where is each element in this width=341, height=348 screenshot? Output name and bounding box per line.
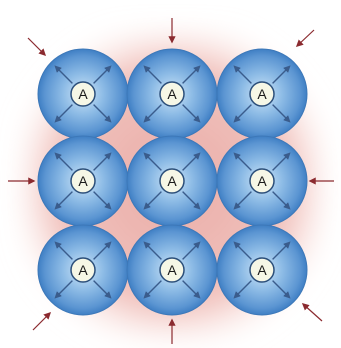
outward-arrow-icon: [182, 65, 201, 84]
outward-arrow-icon: [233, 104, 252, 123]
compression-arrows: [8, 18, 334, 344]
outward-arrow-icon: [143, 241, 162, 260]
outward-arrow-icon: [272, 241, 291, 260]
nucleus-icon: [70, 81, 96, 107]
outward-arrow-icon: [233, 241, 252, 260]
inward-arrow-icon: [27, 37, 47, 57]
nucleus-icon: [159, 168, 185, 194]
nucleus-icon: [159, 257, 185, 283]
atom-label: A: [78, 173, 88, 189]
atom-label: A: [167, 262, 177, 278]
atom-label: A: [78, 86, 88, 102]
atom-sphere: A: [37, 135, 129, 227]
atom-label: A: [167, 173, 177, 189]
inward-arrow-icon: [301, 303, 323, 322]
outward-arrow-icon: [143, 191, 162, 210]
outward-arrow-icon: [143, 152, 162, 171]
outward-arrow-icon: [272, 152, 291, 171]
outward-arrow-icon: [272, 65, 291, 84]
outward-arrow-icon: [54, 280, 73, 299]
nucleus-icon: [70, 257, 96, 283]
atom-label: A: [78, 262, 88, 278]
outward-arrow-icon: [272, 104, 291, 123]
outward-arrow-icon: [93, 65, 112, 84]
outward-arrow-icon: [182, 191, 201, 210]
atom-label: A: [257, 262, 267, 278]
outward-arrow-icon: [233, 280, 252, 299]
outward-arrow-icon: [93, 191, 112, 210]
outward-arrow-icon: [93, 104, 112, 123]
outward-arrow-icon: [93, 152, 112, 171]
nucleus-icon: [159, 81, 185, 107]
atom-sphere: A: [216, 135, 308, 227]
atom-sphere: A: [126, 48, 218, 140]
atom-sphere: A: [216, 224, 308, 316]
outward-arrow-icon: [233, 152, 252, 171]
outward-arrow-icon: [93, 241, 112, 260]
outward-arrow-icon: [143, 280, 162, 299]
nucleus-icon: [249, 257, 275, 283]
atom-sphere: A: [37, 224, 129, 316]
outward-arrow-icon: [54, 152, 73, 171]
outward-arrow-icon: [272, 280, 291, 299]
atom-sphere: A: [126, 224, 218, 316]
atom-sphere: A: [126, 135, 218, 227]
outward-arrow-icon: [54, 65, 73, 84]
outward-arrow-icon: [54, 104, 73, 123]
atom-label: A: [257, 86, 267, 102]
outward-arrow-icon: [93, 280, 112, 299]
atom-sphere: A: [37, 48, 129, 140]
outward-arrow-icon: [143, 65, 162, 84]
outward-arrow-icon: [143, 104, 162, 123]
inward-arrow-icon: [295, 29, 315, 47]
inward-arrow-icon: [32, 311, 52, 331]
atom-label: A: [257, 173, 267, 189]
outward-arrow-icon: [182, 104, 201, 123]
nucleus-icon: [70, 168, 96, 194]
nucleus-icon: [249, 81, 275, 107]
outward-arrow-icon: [272, 191, 291, 210]
outward-arrow-icon: [182, 280, 201, 299]
outward-arrow-icon: [54, 241, 73, 260]
atom-grid: A A A A A A A A A: [37, 48, 308, 316]
outward-arrow-icon: [233, 65, 252, 84]
outward-arrow-icon: [182, 241, 201, 260]
outward-arrow-icon: [182, 152, 201, 171]
outward-arrow-icon: [233, 191, 252, 210]
atom-label: A: [167, 86, 177, 102]
nucleus-icon: [249, 168, 275, 194]
outward-arrow-icon: [54, 191, 73, 210]
atom-sphere: A: [216, 48, 308, 140]
